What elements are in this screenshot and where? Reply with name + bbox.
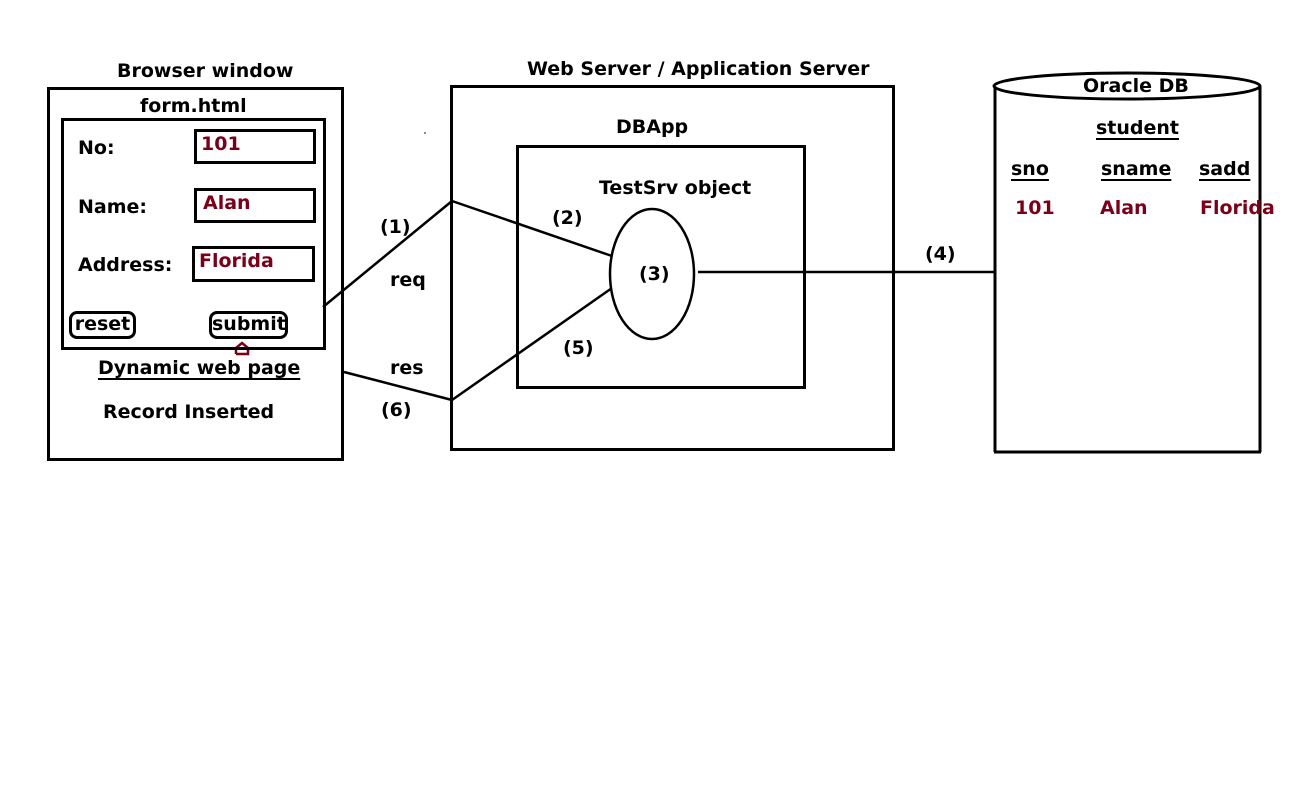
step-3-label: (3) [639,263,670,285]
browser-window-frame [47,87,344,461]
step-4-label: (4) [925,243,956,265]
no-field[interactable]: 101 [194,129,316,164]
testsrv-object-ellipse [608,207,696,341]
step-1-label: (1) [380,216,411,238]
no-field-value: 101 [201,133,241,155]
server-title: Web Server / Application Server [527,58,870,80]
step-6-label: (6) [381,399,412,421]
res-label: res [390,357,424,379]
form-title: form.html [140,95,247,117]
stray-dot [424,132,426,134]
db-top-ellipse [992,71,1262,101]
testsrv-title: TestSrv object [599,177,752,199]
db-cell-sname: Alan [1100,197,1148,219]
dbapp-frame [516,145,806,389]
reset-button[interactable]: reset [69,311,136,339]
step-2-label: (2) [552,207,583,229]
submit-button[interactable]: submit [209,311,288,339]
server-frame [450,85,895,451]
db-cell-sno: 101 [1015,197,1055,219]
step-5-label: (5) [563,337,594,359]
address-field-value: Florida [199,250,274,272]
name-field-value: Alan [203,192,251,214]
dynamic-page-title: Dynamic web page [98,357,301,379]
response-line-inner [451,286,613,402]
dynamic-page-message: Record Inserted [103,401,275,423]
name-field[interactable]: Alan [194,188,316,223]
db-title: Oracle DB [1083,75,1189,97]
response-line-outer [343,370,453,402]
db-cell-sadd: Florida [1200,197,1275,219]
db-column-sadd: sadd [1199,158,1251,180]
db-column-sno: sno [1011,158,1049,180]
form-frame [61,118,326,350]
browser-window-title: Browser window [117,60,294,82]
no-label: No: [78,137,115,159]
address-field[interactable]: Florida [192,246,315,282]
name-label: Name: [78,196,148,218]
req-label: req [390,269,426,291]
db-column-sname: sname [1101,158,1172,180]
request-line-outer [322,200,453,308]
request-line-inner [451,199,613,258]
dbapp-title: DBApp [616,116,689,138]
address-label: Address: [78,254,173,276]
db-table-name: student [1096,117,1180,139]
